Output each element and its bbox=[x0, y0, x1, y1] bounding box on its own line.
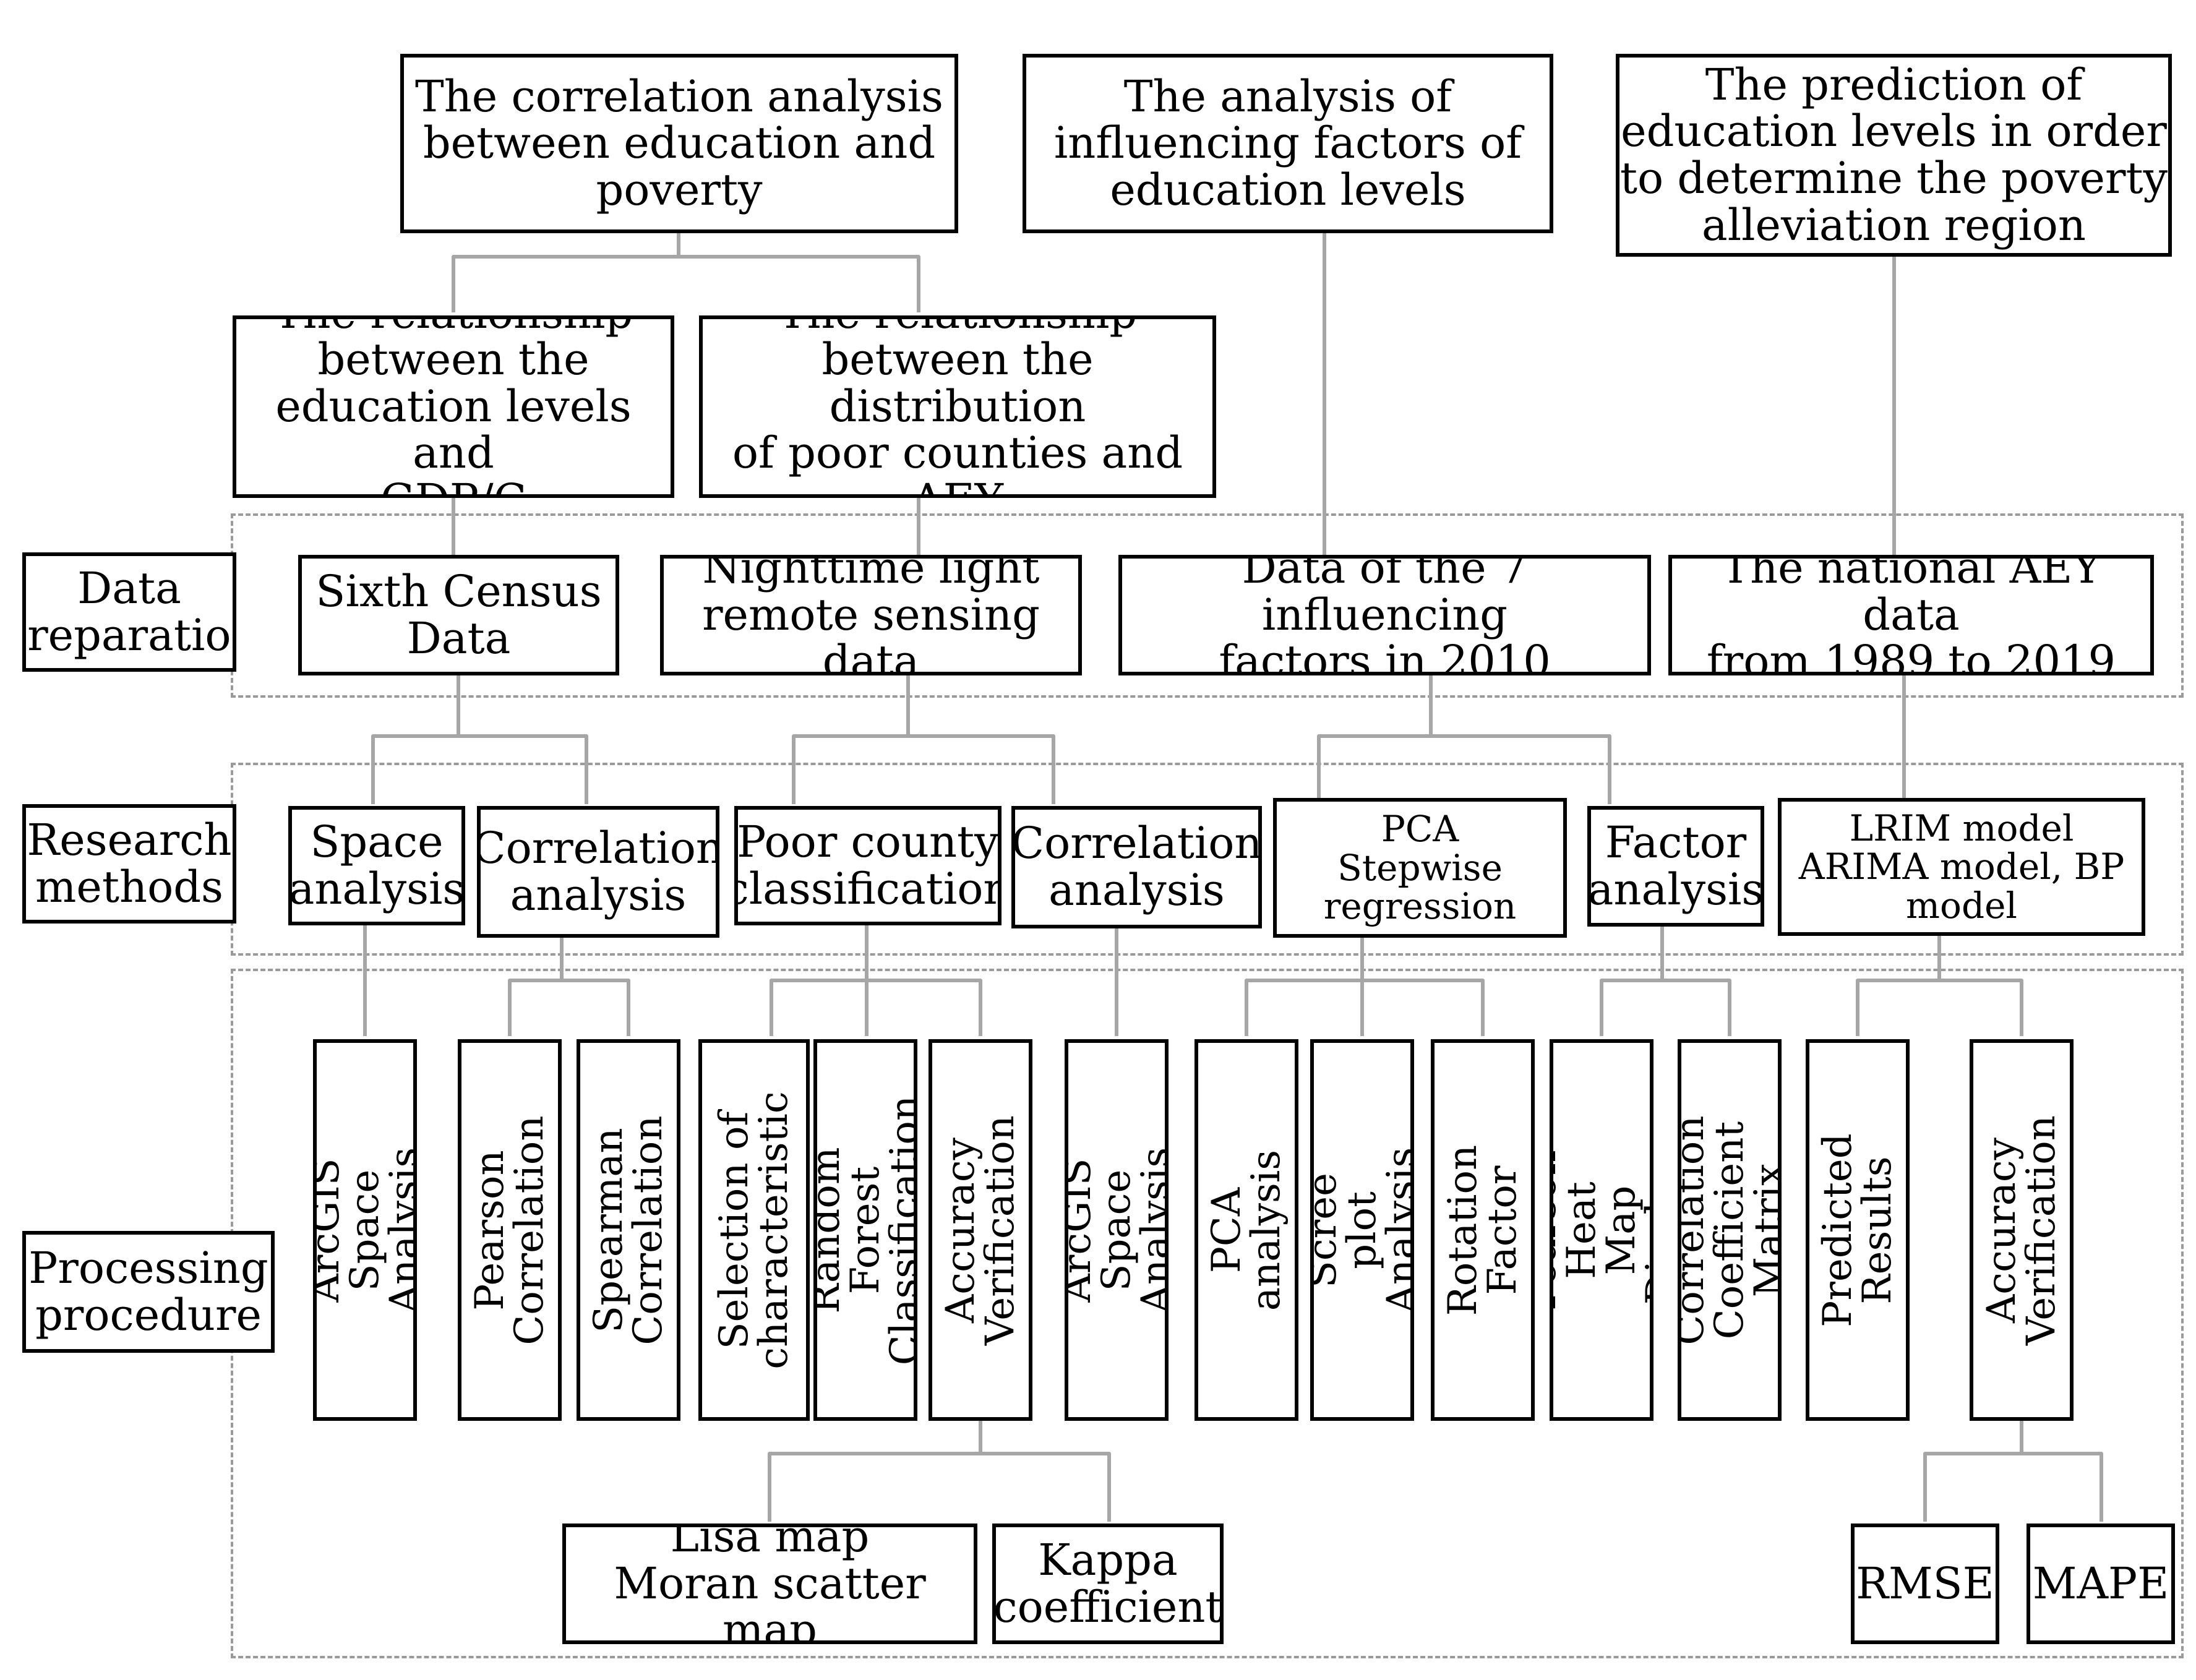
relationship-gdp-box: The relationship between the education l… bbox=[233, 315, 674, 498]
correlation-analysis-goal: The correlation analysis between educati… bbox=[400, 54, 958, 233]
predicted-results: Predicted Results bbox=[1806, 1039, 1910, 1421]
pearson-correlation: Pearson Correlation bbox=[458, 1039, 562, 1421]
research-methods-label: Research methods bbox=[22, 804, 236, 924]
correlation-analysis-method-2: Correlation analysis bbox=[1011, 806, 1262, 928]
nighttime-light-data: Nighttime light remote sensing data bbox=[660, 555, 1082, 675]
arcgis-space-analysis-2: ArcGIS Space Analysis bbox=[1065, 1039, 1169, 1421]
relationship-poor-counties-box: The relationship between the distributio… bbox=[699, 315, 1216, 498]
space-analysis-method: Space analysis bbox=[288, 806, 465, 925]
pca-analysis: PCA analysis bbox=[1195, 1039, 1298, 1421]
seven-factors-data: Data of the 7 influencing factors in 201… bbox=[1118, 555, 1651, 675]
accuracy-verification-2: Accuracy Verification bbox=[1970, 1039, 2074, 1421]
lisa-moran-map: Lisa map Moran scatter map bbox=[562, 1524, 977, 1644]
correlation-analysis-method-1: Correlation analysis bbox=[477, 806, 719, 938]
national-aey-data: The national AEY data from 1989 to 2019 bbox=[1668, 555, 2154, 675]
accuracy-verification-1: Accuracy Verification bbox=[929, 1039, 1032, 1421]
data-preparation-label: Data preparation bbox=[22, 552, 236, 672]
pca-stepwise-method: PCA Stepwise regression bbox=[1273, 798, 1567, 938]
prediction-goal: The prediction of education levels in or… bbox=[1616, 54, 2172, 257]
rotation-factor: Rotation Factor bbox=[1431, 1039, 1535, 1421]
selection-of-characteristic: Selection of characteristic bbox=[698, 1039, 810, 1421]
factor-analysis-method: Factor analysis bbox=[1587, 806, 1764, 927]
mape-metric: MAPE bbox=[2027, 1524, 2175, 1644]
random-forest-classification: Random Forest Classification bbox=[813, 1039, 917, 1421]
correlation-coefficient-matrix: Correlation Coefficient Matrix bbox=[1678, 1039, 1782, 1421]
prediction-models-method: LRIM model ARIMA model, BP model bbox=[1778, 798, 2145, 936]
scree-plot-analysis: Scree plot Analysis bbox=[1310, 1039, 1414, 1421]
influencing-factors-goal: The analysis of influencing factors of e… bbox=[1023, 54, 1553, 233]
poor-county-classification-method: Poor county classification bbox=[734, 806, 1001, 925]
arcgis-space-analysis-1: ArcGIS Space Analysis bbox=[313, 1039, 417, 1421]
spearman-correlation: Spearman Correlation bbox=[577, 1039, 680, 1421]
kappa-coefficient: Kappa coefficient bbox=[992, 1524, 1224, 1644]
sixth-census-data: Sixth Census Data bbox=[298, 555, 619, 675]
pearson-heat-map-display: Pearson Heat Map Display bbox=[1550, 1039, 1653, 1421]
processing-procedure-label: Processing procedure bbox=[22, 1231, 275, 1353]
rmse-metric: RMSE bbox=[1851, 1524, 1999, 1644]
